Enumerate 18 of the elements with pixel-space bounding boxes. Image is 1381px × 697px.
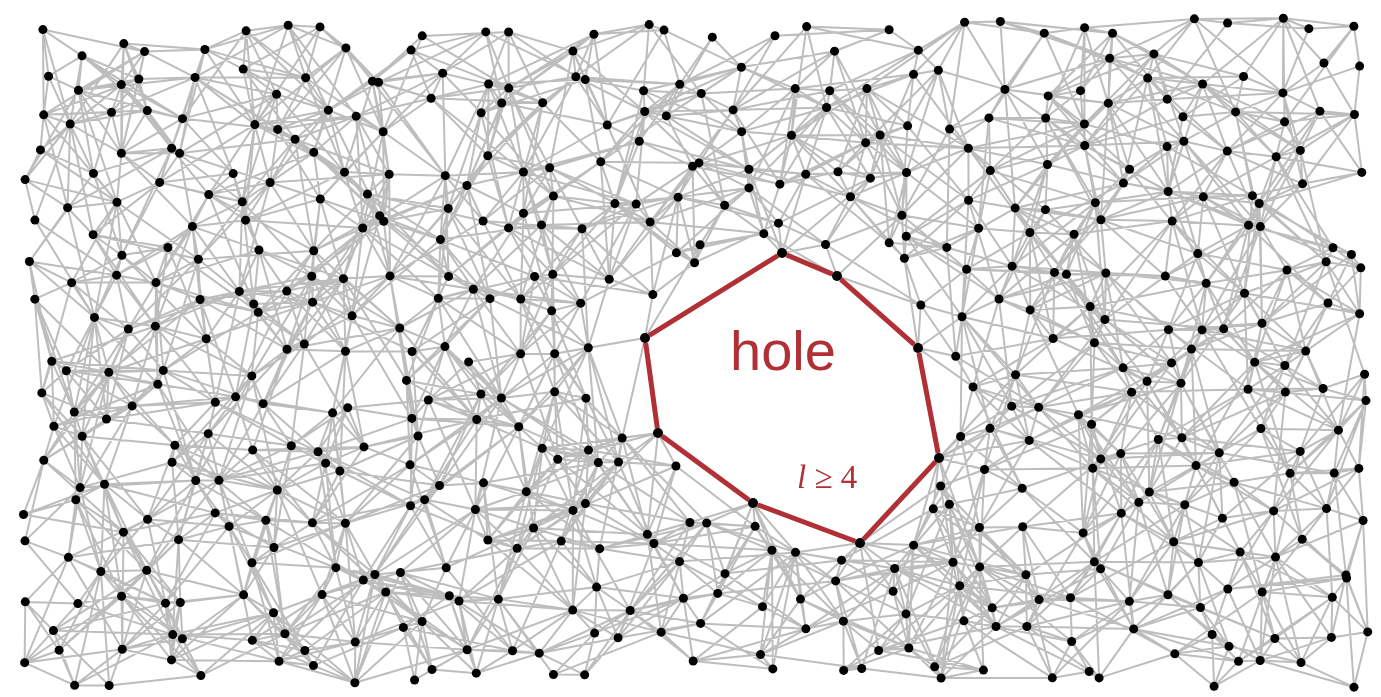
- hole-edge: [916, 352, 941, 454]
- vertex-dot: [832, 271, 842, 281]
- hole-edge: [643, 342, 660, 429]
- hole-label: hole: [730, 323, 836, 379]
- hole-edge: [839, 277, 916, 347]
- hole-edge: [660, 433, 751, 503]
- vertex-dot: [640, 333, 650, 343]
- hole-edge: [861, 459, 938, 542]
- length-label: l ≥ 4: [797, 461, 858, 494]
- vertex-dot: [777, 248, 787, 258]
- vertex-dot: [748, 498, 758, 508]
- vertex-dot: [913, 343, 923, 353]
- hole-edge: [785, 252, 834, 277]
- hole-edge: [647, 253, 780, 338]
- vertex-dot: [934, 453, 944, 463]
- vertex-dot: [855, 538, 865, 548]
- hole-edge: [756, 502, 857, 544]
- vertex-dot: [653, 428, 663, 438]
